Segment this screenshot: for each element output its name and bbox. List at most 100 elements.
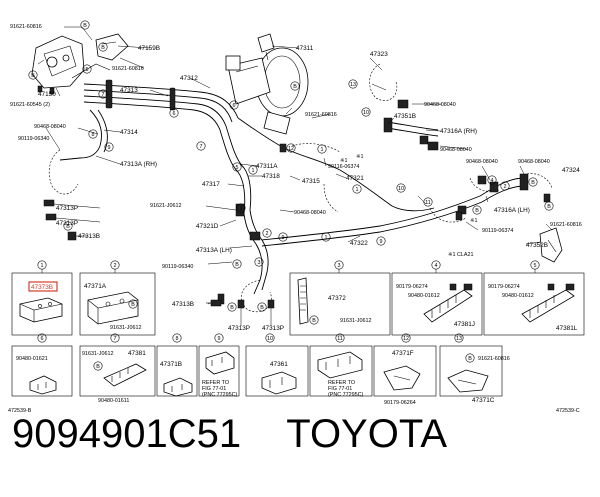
part-47371f: 47371F 90179-06264 [383, 350, 421, 406]
bracket-47352b [539, 227, 563, 263]
svg-text:6: 6 [233, 103, 236, 109]
label-47312: 47312 [180, 75, 198, 82]
label-47318: 47318 [262, 173, 280, 180]
upper-labels: 91621-60816 47159B 91621-60816 47311 473… [10, 24, 582, 270]
label-91621-60816-r: 91621-60816 [550, 222, 582, 228]
label-47381: 47381 [128, 350, 146, 357]
label-47313: 47313 [120, 87, 138, 94]
label-90119-06374: 90119-06374 [482, 228, 513, 234]
caption-brand: TOYOTA [286, 412, 447, 456]
svg-text:9: 9 [282, 235, 285, 241]
svg-text:1: 1 [325, 235, 328, 241]
label-47314: 47314 [120, 129, 138, 136]
part-47371b: 47371B [160, 361, 193, 397]
svg-text:B: B [230, 305, 234, 311]
label-47311: 47311 [296, 45, 314, 52]
label-star-a: ※1 [340, 158, 348, 164]
part-47381: 91631-J0612 47381 B 90480-01611 [82, 350, 147, 404]
box-num-3: 3 [338, 263, 341, 269]
label-90179-06274-a: 90179-06274 [396, 284, 428, 290]
part-refer-a: REFER TO FIG 77-01 (PNC 77295C) [202, 351, 238, 398]
svg-text:B: B [547, 204, 551, 210]
part-refer-b: REFER TO FIG 77-01 (PNC 77295C) [317, 351, 364, 398]
box-num-4: 4 [435, 263, 438, 269]
part-box-6 [11, 345, 73, 397]
svg-text:B: B [235, 262, 239, 268]
part-box-9 [198, 345, 240, 397]
part-box-10 [245, 345, 309, 397]
label-90179-06274-b: 90179-06274 [488, 284, 520, 290]
svg-text:4: 4 [491, 178, 494, 184]
box-num-10: 10 [267, 336, 273, 342]
svg-text:11: 11 [425, 200, 431, 206]
label-47159b: 47159B [138, 45, 160, 52]
box-num-13: 13 [456, 336, 462, 342]
part-box-2 [79, 272, 156, 336]
label-47371f: 47371F [392, 350, 414, 357]
part-box-3 [289, 272, 391, 336]
label-refer-b2: FIG 77-01 [328, 386, 352, 392]
part-47372: 47372 B 91631-J0612 [297, 277, 371, 325]
box-num-8: 8 [176, 336, 179, 342]
svg-text:B: B [96, 364, 100, 370]
label-star-b: ※1 [470, 218, 478, 224]
svg-text:B: B [312, 318, 316, 324]
svg-text:B: B [468, 356, 472, 362]
svg-text:5: 5 [86, 67, 89, 73]
label-47311a: 47311A [256, 163, 278, 170]
label-cla21-note: ※1 CLA21 [448, 252, 474, 258]
label-90119-06340-b: 90119-06340 [162, 264, 193, 270]
label-47352b: 47352B [526, 242, 548, 249]
label-90480-01612-b: 90480-01612 [502, 293, 534, 299]
label-refer-a3: (PNC 77295C) [202, 392, 238, 398]
label-47371c: 47371C [472, 397, 495, 404]
box-num-7: 7 [114, 336, 117, 342]
svg-text:1: 1 [321, 147, 324, 153]
reference-markers: B B B 5 7 6 8 9 6 B 13 10 7 12 1 5 1 1 1… [28, 20, 554, 312]
label-90480-01611: 90480-01611 [98, 398, 129, 404]
label-refer-a2: FIG 77-01 [202, 386, 226, 392]
label-47313p-a: 47313P [56, 205, 78, 212]
box-num-11: 11 [337, 336, 343, 342]
svg-text:2: 2 [504, 184, 507, 190]
svg-text:8: 8 [92, 132, 95, 138]
part-box-13 [439, 345, 503, 397]
label-47313a-rh: 47313A (RH) [120, 161, 157, 168]
label-90480-01612-a: 90480-01612 [408, 293, 440, 299]
label-91631-j0612-2: 91631-J0612 [110, 325, 141, 331]
parts-catalog: 1 2 3 4 5 6 7 8 9 10 11 12 13 47373B [8, 260, 585, 414]
part-47371a: 47371A B 91631-J0612 [84, 283, 141, 331]
box-num-9: 9 [218, 336, 221, 342]
label-47150: 47150 [38, 91, 56, 98]
label-91621-j0612-m: 91621-J0612 [150, 203, 181, 209]
actuator-unit [31, 33, 129, 95]
svg-text:12: 12 [288, 146, 294, 152]
part-47361: 47361 [261, 361, 297, 395]
label-47323: 47323 [370, 51, 388, 58]
box-num-1: 1 [41, 263, 44, 269]
svg-text:B: B [475, 208, 479, 214]
label-47361: 47361 [270, 361, 288, 368]
diagram-code-left: 472539-B [8, 408, 32, 414]
part-47371c: B 91621-60816 47371C [447, 353, 510, 404]
svg-text:1: 1 [356, 187, 359, 193]
svg-text:B: B [131, 302, 135, 308]
caption-part-number: 9094901C51 [12, 412, 242, 456]
label-star-c: ※1 [356, 154, 364, 160]
label-47381l: 47381L [556, 325, 578, 332]
svg-text:B: B [293, 84, 297, 90]
svg-text:13: 13 [350, 82, 356, 88]
label-90480-01621: 90480-01621 [16, 356, 48, 362]
svg-text:2: 2 [266, 231, 269, 237]
label-90468-08040-l: 90468-08040 [34, 124, 66, 130]
label-47313p-mid-a: 47313P [228, 325, 250, 332]
label-90468-08040-r2: 90468-08040 [518, 159, 550, 165]
label-47322: 47322 [350, 240, 368, 247]
svg-text:1: 1 [240, 206, 243, 212]
label-47373b: 47373B [31, 284, 53, 291]
svg-text:9: 9 [108, 145, 111, 151]
label-47351b: 47351B [394, 113, 416, 120]
label-refer-b3: (PNC 77295C) [328, 392, 364, 398]
label-47372: 47372 [328, 295, 346, 302]
